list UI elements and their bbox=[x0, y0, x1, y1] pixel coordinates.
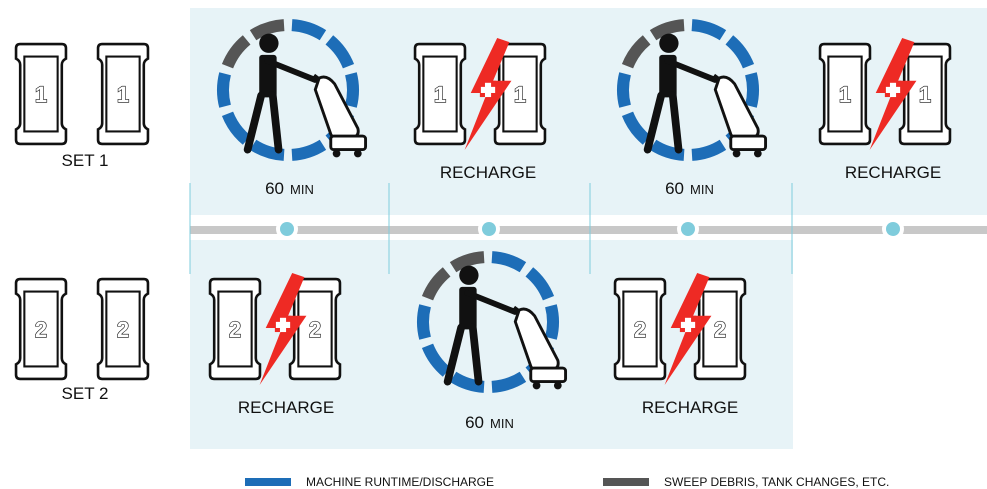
runtime-segment bbox=[351, 74, 353, 107]
duration-value: 60 bbox=[465, 413, 484, 432]
runtime-segment bbox=[423, 306, 425, 339]
battery-number: 1 bbox=[117, 82, 129, 107]
legend: MACHINE RUNTIME/DISCHARGE SWEEP DEBRIS, … bbox=[245, 475, 889, 489]
battery-number: 2 bbox=[35, 317, 47, 342]
battery-number: 1 bbox=[35, 82, 47, 107]
legend-swatch-gray bbox=[603, 478, 649, 486]
legend-swatch-blue bbox=[245, 478, 291, 486]
runtime-segment bbox=[751, 74, 753, 107]
duration-unit: MIN bbox=[690, 182, 714, 197]
battery-number: 1 bbox=[514, 82, 526, 107]
battery-number: 2 bbox=[634, 317, 646, 342]
duration-value: 60 bbox=[265, 179, 284, 198]
duration-value: 60 bbox=[665, 179, 684, 198]
step-label: RECHARGE bbox=[440, 163, 536, 182]
timeline-marker bbox=[677, 218, 699, 240]
set-label: SET 1 bbox=[62, 151, 109, 170]
step-label: RECHARGE bbox=[642, 398, 738, 417]
step-label: RECHARGE bbox=[238, 398, 334, 417]
battery-number: 2 bbox=[309, 317, 321, 342]
battery-number: 2 bbox=[714, 317, 726, 342]
duration-unit: MIN bbox=[490, 416, 514, 431]
set-2: 2 2 SET 2 bbox=[16, 279, 148, 403]
legend-label: MACHINE RUNTIME/DISCHARGE bbox=[306, 475, 494, 489]
timeline-marker bbox=[882, 218, 904, 240]
battery-number: 1 bbox=[839, 82, 851, 107]
step-label: RECHARGE bbox=[845, 163, 941, 182]
timeline-marker bbox=[276, 218, 298, 240]
runtime-segment bbox=[623, 74, 625, 107]
legend-item-sweep: SWEEP DEBRIS, TANK CHANGES, ETC. bbox=[603, 475, 889, 489]
runtime-segment bbox=[551, 306, 553, 339]
battery-number: 2 bbox=[229, 317, 241, 342]
battery-number: 2 bbox=[117, 317, 129, 342]
set-1: 1 1 SET 1 bbox=[16, 44, 148, 170]
duration-unit: MIN bbox=[290, 182, 314, 197]
battery-number: 1 bbox=[434, 82, 446, 107]
battery-number: 1 bbox=[919, 82, 931, 107]
set-label: SET 2 bbox=[62, 384, 109, 403]
legend-label: SWEEP DEBRIS, TANK CHANGES, ETC. bbox=[664, 475, 889, 489]
runtime-segment bbox=[223, 74, 225, 107]
legend-item-runtime: MACHINE RUNTIME/DISCHARGE bbox=[245, 475, 494, 489]
timeline-marker bbox=[478, 218, 500, 240]
